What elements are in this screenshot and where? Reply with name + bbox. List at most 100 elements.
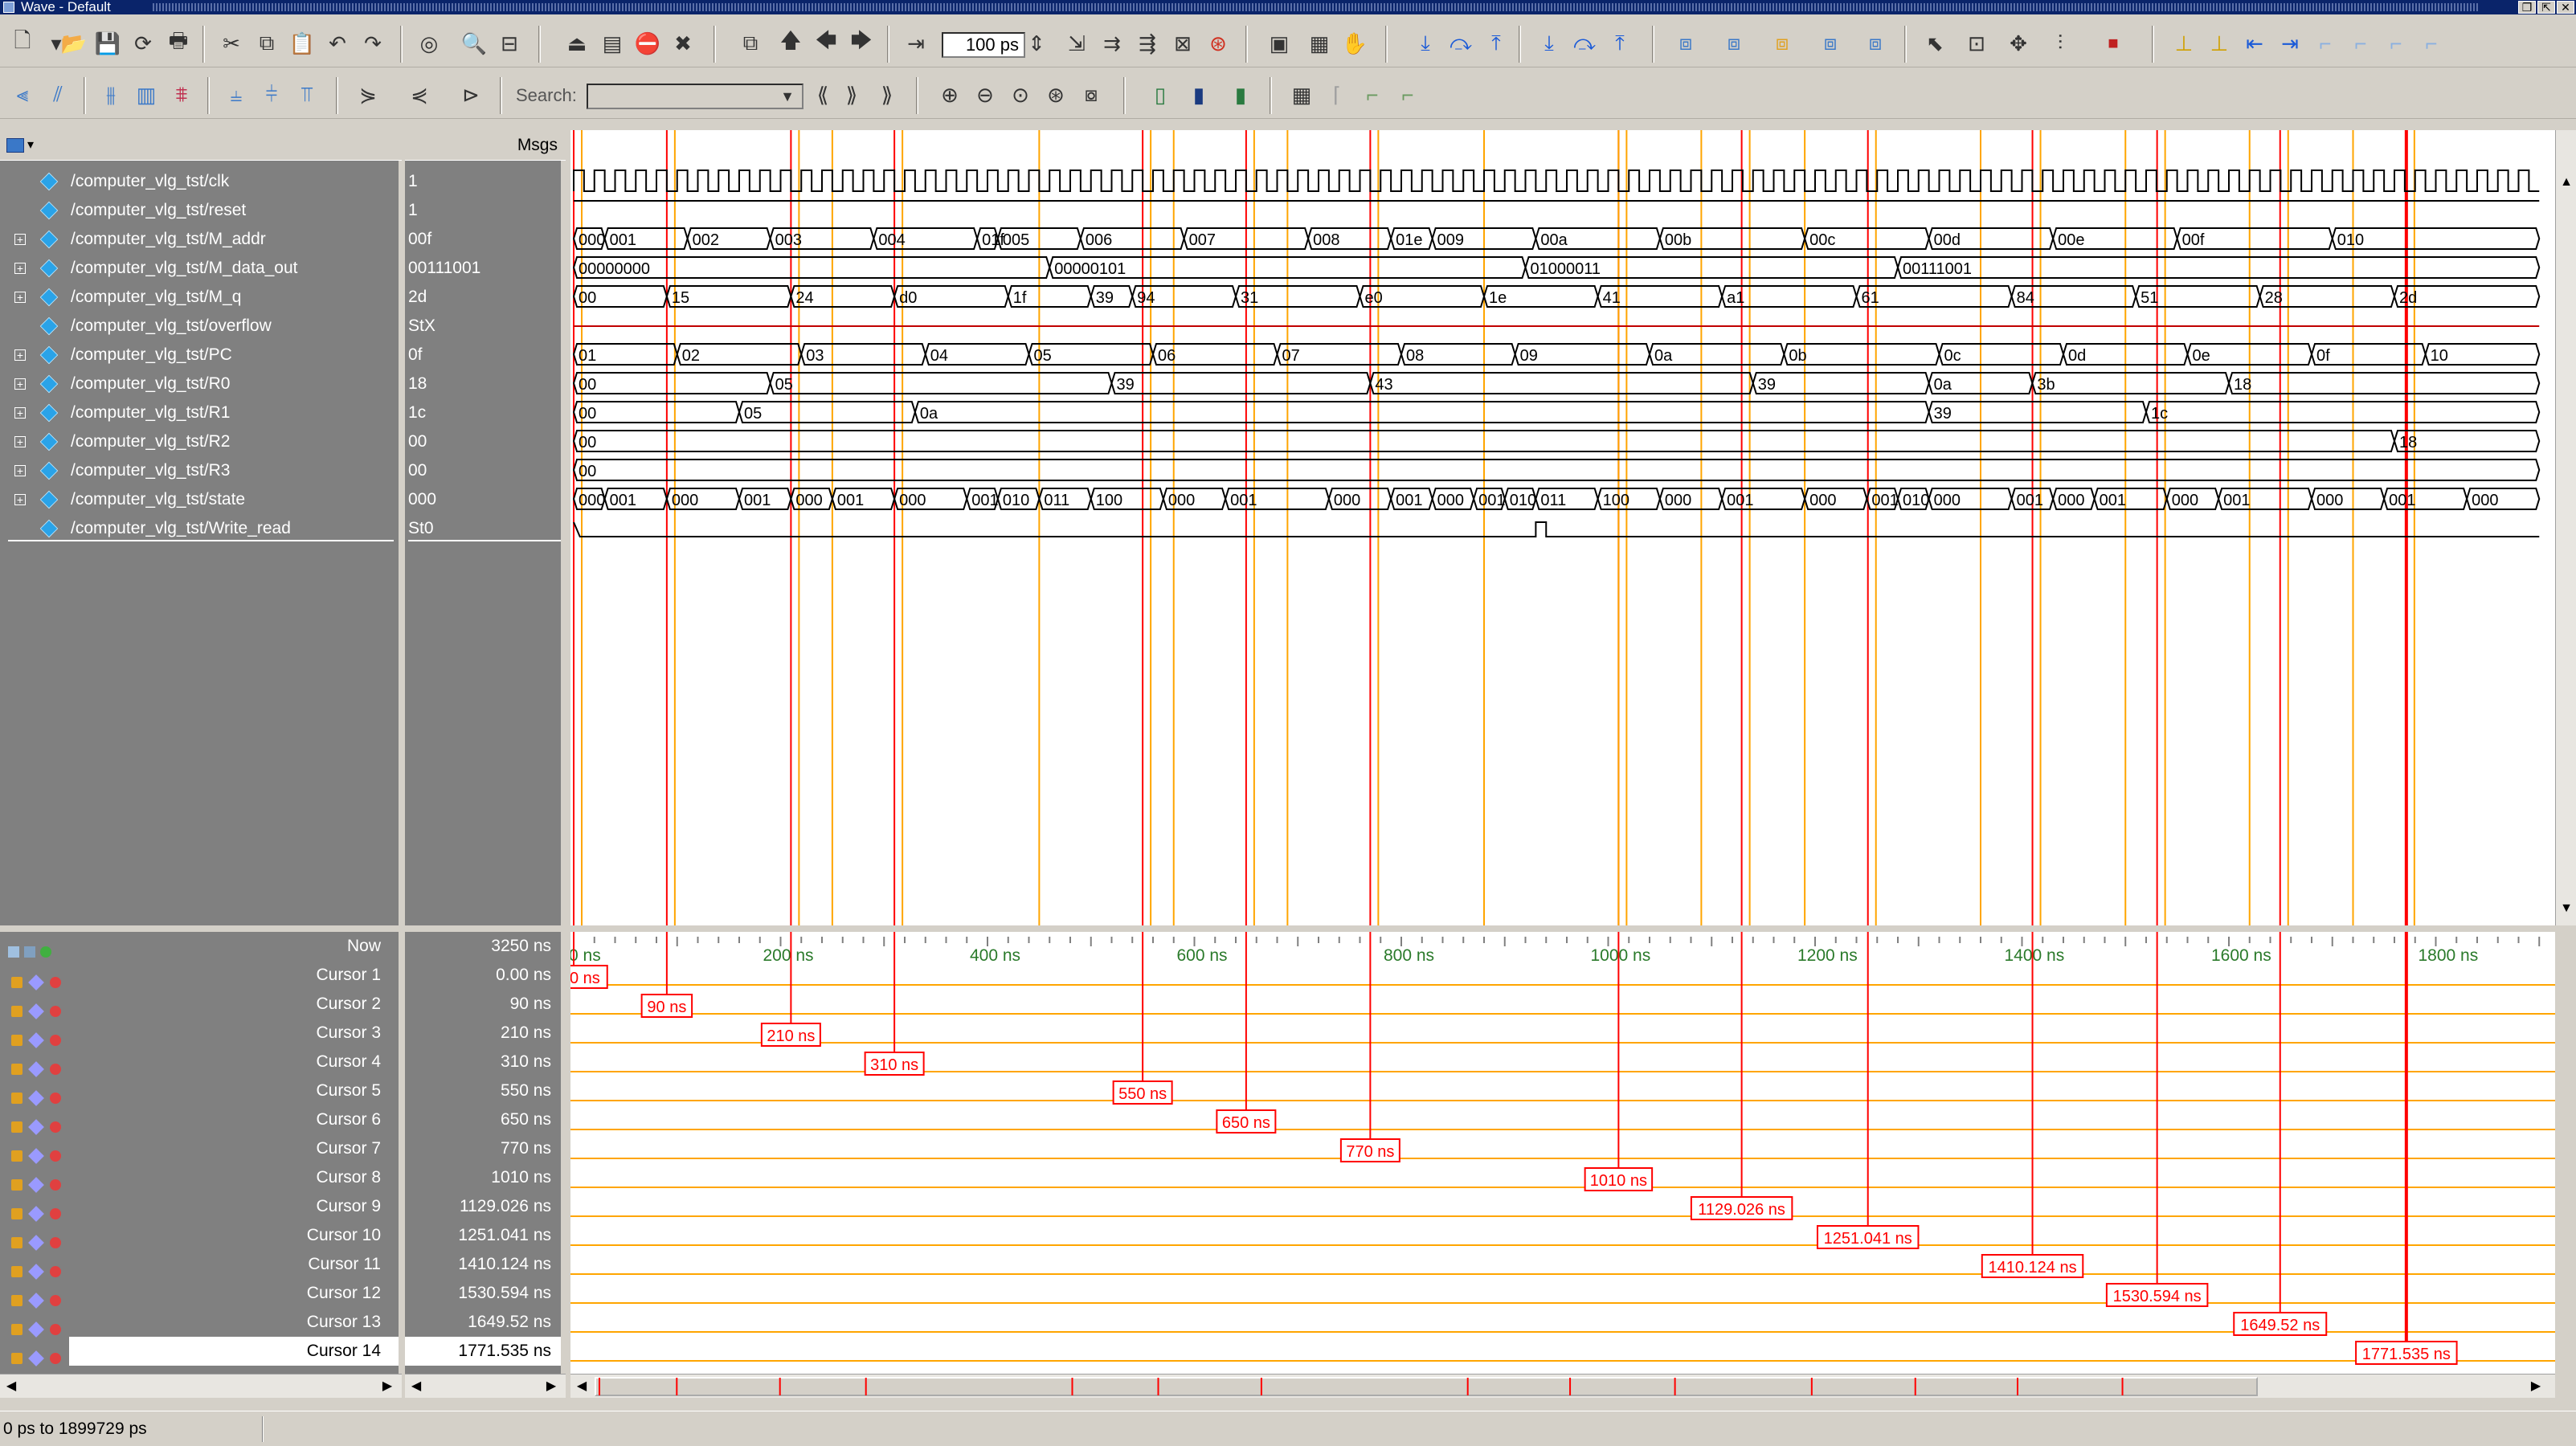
collapse-all-icon[interactable]: ⊟ bbox=[501, 31, 518, 55]
scroll-down-icon[interactable]: ▼ bbox=[2560, 901, 2573, 915]
cursor-row-icons[interactable] bbox=[11, 1287, 69, 1309]
lock-icon[interactable] bbox=[11, 1064, 22, 1075]
lock-icon[interactable] bbox=[11, 1324, 22, 1335]
dataflow-icon[interactable]: ▣ bbox=[1269, 31, 1290, 55]
values-hscrollbar[interactable]: ◀ ▶ bbox=[405, 1374, 566, 1398]
cursor-row[interactable]: Cursor 8 bbox=[0, 1163, 399, 1193]
search-next-icon[interactable]: ⟫ bbox=[845, 82, 858, 107]
insert-signal-icon[interactable]: ⫷ bbox=[16, 82, 29, 106]
wave-compare-icon[interactable]: ⧈ bbox=[1868, 31, 1883, 55]
restore-button[interactable]: ❐ bbox=[2518, 1, 2536, 14]
delete-icon[interactable] bbox=[50, 1353, 61, 1364]
expand-icon[interactable]: + bbox=[14, 436, 26, 447]
cursor-time-label[interactable]: 90 ns bbox=[640, 994, 693, 1018]
wave-split-icon[interactable]: ⫪ bbox=[301, 82, 313, 106]
run-length-icon[interactable]: ⇥ bbox=[907, 31, 925, 55]
edit-icon[interactable] bbox=[28, 1350, 44, 1366]
format-icon[interactable]: ⫵ bbox=[106, 82, 116, 106]
cursor-time-label[interactable]: 1530.594 ns bbox=[2105, 1283, 2209, 1307]
signal-row[interactable]: /computer_vlg_tst/reset bbox=[0, 196, 402, 225]
insert-wave-icon[interactable]: ⧈ bbox=[1678, 31, 1693, 55]
expand-icon[interactable]: + bbox=[14, 234, 26, 245]
save-icon[interactable]: 💾 bbox=[94, 31, 121, 55]
zoom-out-icon[interactable]: ⊖ bbox=[976, 82, 994, 107]
edge-left-icon[interactable]: ⌈ bbox=[1332, 82, 1342, 107]
cursor-time-label[interactable]: 1649.52 ns bbox=[2233, 1312, 2328, 1336]
stop-icon[interactable]: ✖ bbox=[674, 31, 692, 55]
left-arrow-icon[interactable]: 🡄 bbox=[815, 28, 837, 52]
delete-icon[interactable] bbox=[50, 1208, 61, 1219]
cut-icon[interactable]: ✂ bbox=[223, 31, 240, 55]
search-options-icon[interactable]: ⟫ bbox=[881, 82, 893, 107]
show-grid-icon[interactable]: ▮ bbox=[1234, 82, 1247, 107]
find-next-edge-icon[interactable]: ⌐ bbox=[2425, 31, 2438, 55]
step-out-current-icon[interactable]: ⤒ bbox=[1615, 31, 1625, 55]
edge-rise-icon[interactable]: ⌐ bbox=[1366, 82, 1379, 107]
cursor-time-label[interactable]: 210 ns bbox=[760, 1023, 821, 1047]
scroll-left-icon[interactable]: ◀ bbox=[576, 1379, 587, 1393]
new-file-icon[interactable]: 🗋 bbox=[14, 28, 31, 52]
edit-icon[interactable] bbox=[28, 1264, 44, 1280]
scroll-right-icon[interactable]: ▶ bbox=[382, 1379, 393, 1393]
zoom-cursor-icon[interactable]: ⊛ bbox=[1047, 82, 1065, 107]
edit-icon[interactable] bbox=[28, 974, 44, 991]
wave-combine-icon[interactable]: ⫩ bbox=[265, 82, 278, 106]
edit-icon[interactable] bbox=[28, 1235, 44, 1251]
lock-icon[interactable] bbox=[11, 1121, 22, 1133]
delete-icon[interactable] bbox=[50, 1093, 61, 1104]
run-time-spinner[interactable]: ⇕ bbox=[1028, 31, 1045, 55]
edge-fall-icon[interactable]: ⌐ bbox=[1401, 82, 1414, 107]
cursor-row[interactable]: Cursor 2 bbox=[0, 990, 399, 1019]
undo-icon[interactable]: ↶ bbox=[329, 31, 346, 55]
reload-icon[interactable]: ⟳ bbox=[134, 31, 152, 55]
cursor-row-icons[interactable] bbox=[11, 1258, 69, 1280]
delete-icon[interactable] bbox=[50, 1150, 61, 1162]
lock-icon[interactable] bbox=[11, 1208, 22, 1219]
find-rising-edge-icon[interactable]: ⌐ bbox=[2354, 31, 2367, 55]
expand-icon[interactable]: + bbox=[14, 494, 26, 505]
delete-cursor-icon[interactable]: ⊥ bbox=[2210, 31, 2229, 55]
prev-cursor-icon[interactable]: ⇤ bbox=[2246, 31, 2263, 55]
zoom-mode-icon[interactable]: ⊡ bbox=[1968, 31, 1985, 55]
compile-icon[interactable]: ◎ bbox=[419, 31, 439, 55]
delete-icon[interactable] bbox=[50, 1295, 61, 1306]
run-time-field[interactable] bbox=[942, 32, 1025, 58]
wave-format-icon[interactable]: ▦ bbox=[1291, 82, 1312, 107]
edit-icon[interactable] bbox=[28, 1177, 44, 1193]
cursor-row-icons[interactable] bbox=[11, 1027, 69, 1048]
cursor-row-icons[interactable] bbox=[11, 1113, 69, 1135]
lock-icon[interactable] bbox=[11, 1266, 22, 1277]
delete-icon[interactable] bbox=[50, 1324, 61, 1335]
schematic-icon[interactable]: ▦ bbox=[1309, 31, 1330, 55]
new-dropdown-icon[interactable]: ▾ bbox=[51, 31, 62, 55]
lock-icon[interactable] bbox=[11, 1237, 22, 1248]
scroll-thumb[interactable] bbox=[595, 1377, 2258, 1396]
step-out-icon[interactable]: ⤒ bbox=[1491, 31, 1501, 55]
edit-wave-icon[interactable]: ⧈ bbox=[1823, 31, 1838, 55]
pan-mode-icon[interactable]: ✥ bbox=[2010, 31, 2027, 55]
delete-icon[interactable] bbox=[50, 1121, 61, 1133]
cursor-row[interactable]: Cursor 14 bbox=[0, 1337, 399, 1366]
open-folder-icon[interactable]: 📂 bbox=[60, 31, 88, 55]
cursor-row[interactable]: Cursor 10 bbox=[0, 1221, 399, 1251]
print-icon[interactable]: 🖶 bbox=[168, 28, 189, 52]
cursor-row-icons[interactable] bbox=[11, 1229, 69, 1251]
signal-row[interactable]: +/computer_vlg_tst/state bbox=[0, 485, 402, 514]
cursor-row-icons[interactable] bbox=[11, 1316, 69, 1338]
signal-row[interactable]: +/computer_vlg_tst/R1 bbox=[0, 398, 402, 427]
stop-wave-drawing-icon[interactable]: ⏹ bbox=[2108, 31, 2119, 55]
vertical-scrollbar[interactable]: ▲ ▼ bbox=[2555, 130, 2576, 925]
up-arrow-icon[interactable]: 🡅 bbox=[779, 28, 802, 52]
lock-icon[interactable] bbox=[11, 1295, 22, 1306]
expand-icon[interactable]: + bbox=[14, 407, 26, 419]
signal-row[interactable]: /computer_vlg_tst/clk bbox=[0, 167, 402, 196]
insert-divider-icon[interactable]: ⧈ bbox=[1727, 31, 1741, 55]
edit-icon[interactable] bbox=[28, 1293, 44, 1309]
chevron-down-icon[interactable]: ▾ bbox=[27, 138, 35, 152]
edit-signal-icon[interactable]: ⫽ bbox=[53, 82, 63, 106]
cursor-row-icons[interactable] bbox=[11, 1171, 69, 1193]
cursor-time-label[interactable]: 1771.535 ns bbox=[2355, 1341, 2458, 1365]
cursor-row[interactable]: Cursor 4 bbox=[0, 1048, 399, 1077]
